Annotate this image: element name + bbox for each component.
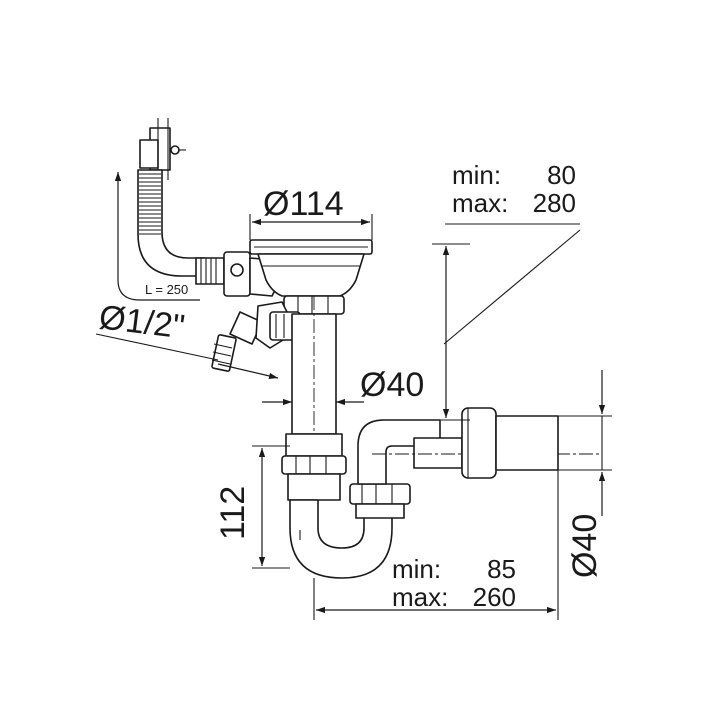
inlet-diameter-arrow [217, 363, 279, 380]
trap-height-label: 112 [214, 486, 252, 540]
outlet-ext-min-value: 80 [547, 160, 576, 190]
hose-length-label: L = 250 [145, 282, 188, 297]
trap-body [281, 433, 411, 579]
outlet-diameter-label: Ø40 [566, 514, 604, 578]
outlet-ext-max-label: max: [452, 188, 508, 218]
inlet-spigot [211, 301, 301, 372]
overflow-hose [137, 169, 206, 277]
outlet-ext-min-label: min: [452, 160, 501, 190]
trap-reach-max-value: 260 [473, 582, 516, 612]
trap-reach-min-label: min: [392, 554, 441, 584]
outlet-ext-leader-diag [443, 229, 581, 345]
trap-reach-max-label: max: [392, 582, 448, 612]
outlet-elbow [357, 407, 600, 485]
inlet-diameter-label: Ø1/2" [97, 298, 187, 346]
hose-length-arrow [114, 172, 200, 301]
trap-reach-min-value: 85 [487, 554, 516, 584]
inlet-diameter-ext-a [95, 333, 219, 361]
strainer-basket [249, 239, 373, 297]
pipe-diameter-label: Ø40 [360, 366, 424, 404]
outlet-ext-max-value: 280 [533, 188, 576, 218]
basket-diameter-label: Ø114 [263, 185, 344, 223]
overflow-head [139, 118, 186, 180]
